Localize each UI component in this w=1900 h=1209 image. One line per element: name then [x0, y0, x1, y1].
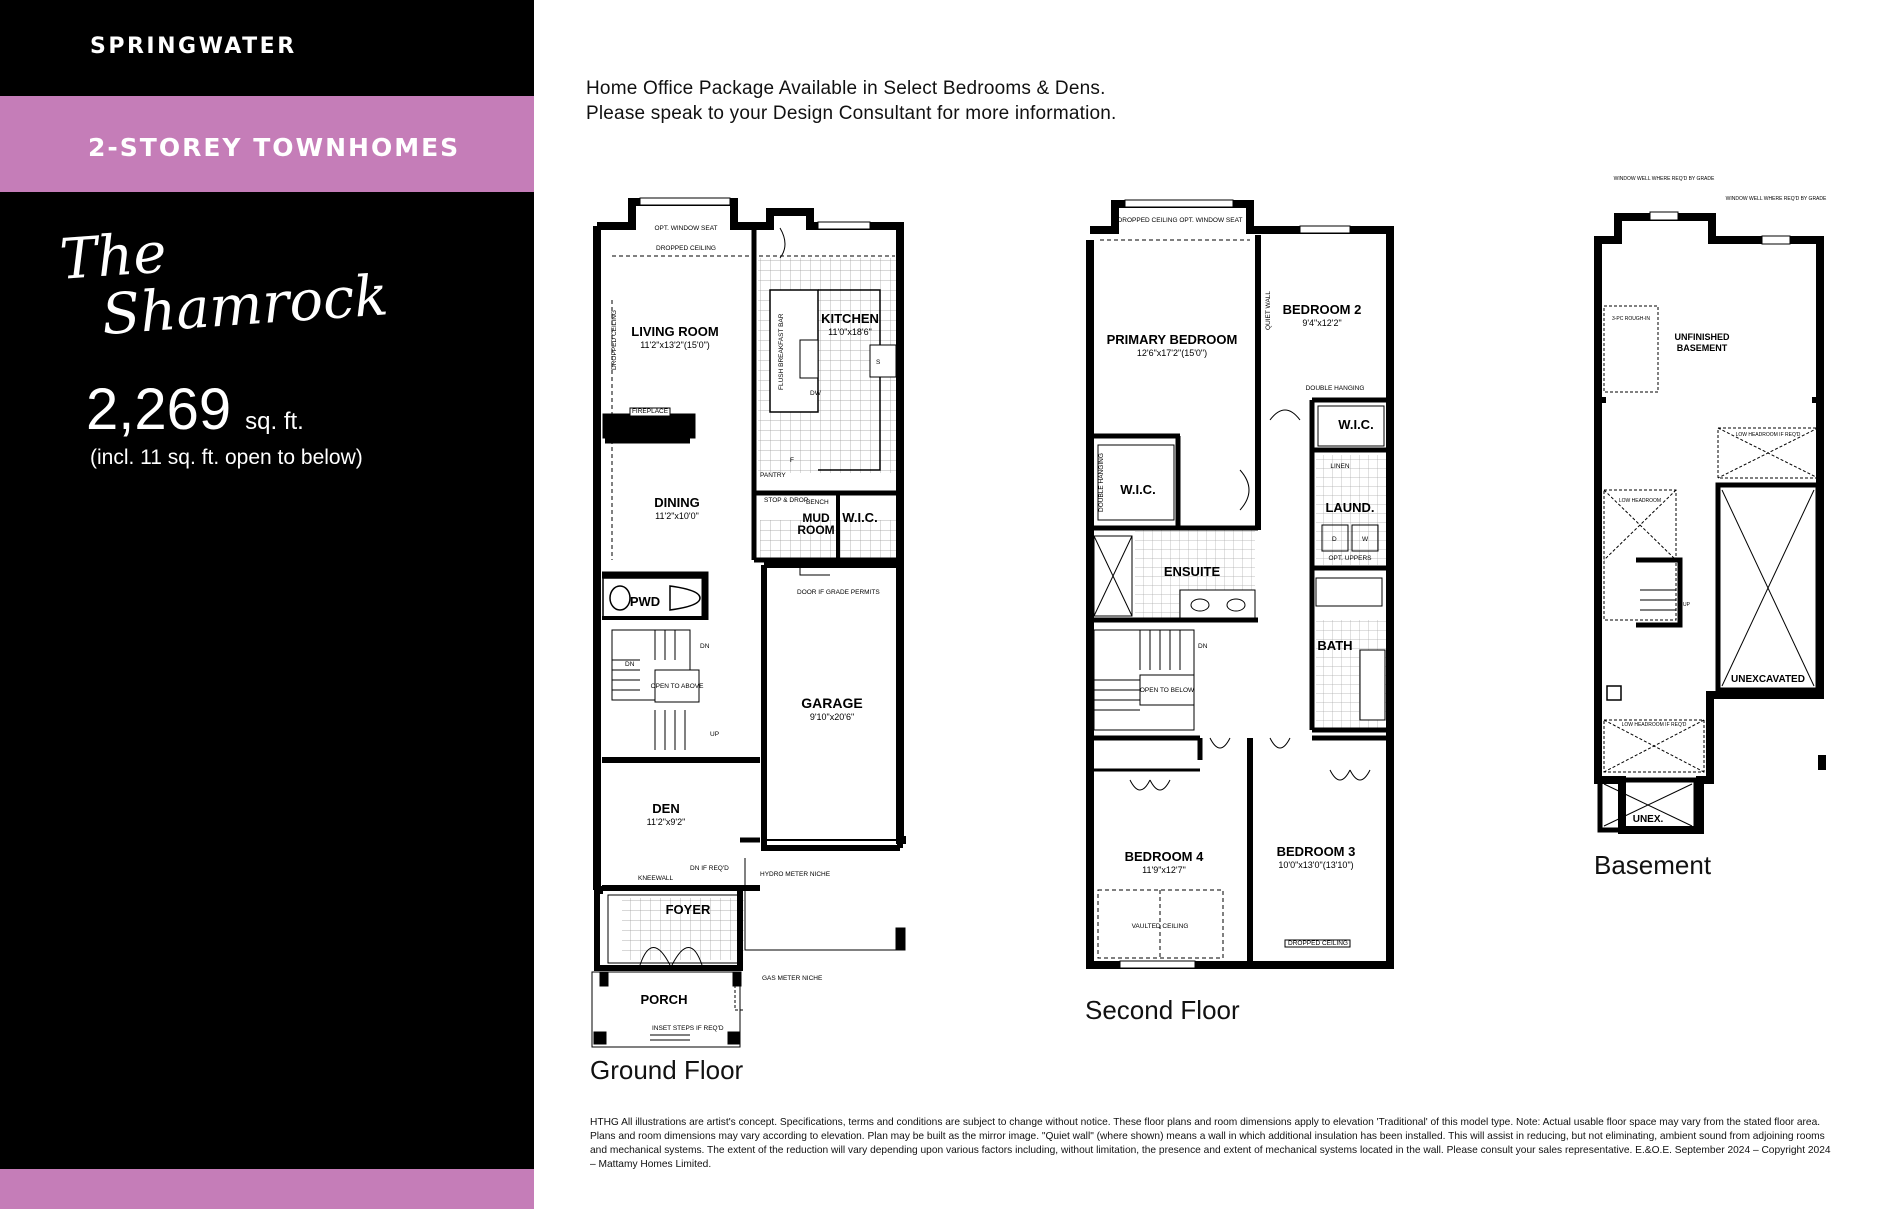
second-floor-label: Second Floor	[1085, 995, 1240, 1025]
note-quiet-wall: QUIET WALL	[1265, 291, 1272, 330]
second-wic-2-label: W.I.C.	[1338, 417, 1373, 432]
note-s: S	[876, 359, 881, 366]
note-gas-meter: GAS METER NICHE	[762, 975, 823, 982]
primary-bedroom-dim: 12'6"x17'2"(15'0")	[1137, 348, 1207, 358]
note-dropped-ceiling-vert: DROPPED CEILING	[611, 310, 618, 370]
basement-notes: WINDOW WELL WHERE REQ'D BY GRADE WINDOW …	[1612, 176, 1827, 728]
ground-floor-label: Ground Floor	[590, 1055, 744, 1085]
bedroom4-dim: 11'9"x12'7"	[1142, 865, 1186, 875]
note-low-headroom-3: LOW HEADROOM IF REQ'D	[1622, 722, 1687, 728]
basement-plan	[1594, 211, 1826, 834]
note-dn-if-reqd: DN IF REQ'D	[690, 865, 729, 872]
den-dim: 11'2"x9'2"	[647, 817, 686, 827]
note-dropped-ceiling-b3: DROPPED CEILING	[1288, 940, 1348, 947]
note-dropped-ceiling: DROPPED CEILING	[656, 245, 716, 252]
basement-label: Basement	[1594, 850, 1712, 880]
note-dn-1: DN	[700, 643, 710, 650]
note-window-well-2: WINDOW WELL WHERE REQ'D BY GRADE	[1726, 196, 1827, 202]
kitchen-dim: 11'0"x18'6"	[828, 327, 872, 337]
square-footage: 2,269 sq. ft.	[86, 376, 304, 443]
dining-label: DINING	[654, 495, 700, 510]
note-f: F	[790, 457, 794, 464]
note-up-basement: UP	[1683, 602, 1691, 608]
unex-label: UNEX.	[1633, 814, 1664, 825]
unfinished-label: UNFINISHED	[1674, 332, 1730, 342]
sqft-value: 2,269	[86, 377, 232, 442]
second-floor-notes: DROPPED CEILING OPT. WINDOW SEAT DOUBLE …	[1098, 217, 1372, 947]
ensuite-label: ENSUITE	[1164, 564, 1221, 579]
kitchen-label: KITCHEN	[821, 311, 879, 326]
mud-room-label: MUD	[802, 511, 830, 525]
garage-label: GARAGE	[801, 695, 862, 711]
home-office-notice: Home Office Package Available in Select …	[586, 76, 1117, 126]
note-opt-uppers: OPT. UPPERS	[1329, 555, 1373, 562]
ground-floor-labels: LIVING ROOM 11'2"x13'2"(15'0") KITCHEN 1…	[630, 311, 879, 1007]
note-flush-breakfast-bar: FLUSH BREAKFAST BAR	[778, 313, 785, 390]
pwd-label: PWD	[630, 594, 660, 609]
notice-line2: Please speak to your Design Consultant f…	[586, 103, 1117, 124]
note-inset-steps: INSET STEPS IF REQ'D	[652, 1025, 724, 1032]
laundry-label: LAUND.	[1325, 500, 1374, 515]
note-pantry: PANTRY	[760, 472, 786, 479]
brand-name: SPRINGWATER	[90, 34, 297, 59]
unfinished-label-2: BASEMENT	[1677, 343, 1728, 353]
bedroom3-label: BEDROOM 3	[1277, 844, 1356, 859]
note-d: D	[1332, 536, 1337, 543]
ground-wic-label: W.I.C.	[842, 510, 877, 525]
note-bench: BENCH	[806, 499, 829, 506]
sqft-unit: sq. ft.	[245, 408, 304, 435]
porch-label: PORCH	[641, 992, 688, 1007]
second-floor-labels: PRIMARY BEDROOM 12'6"x17'2"(15'0") BEDRO…	[1107, 302, 1375, 875]
note-linen: LINEN	[1330, 463, 1349, 470]
note-vaulted-ceiling: VAULTED CEILING	[1132, 923, 1189, 930]
foyer-label: FOYER	[666, 902, 711, 917]
notice-line1: Home Office Package Available in Select …	[586, 78, 1106, 99]
note-open-to-below: OPEN TO BELOW	[1140, 687, 1195, 694]
bottom-band	[0, 1169, 534, 1209]
note-fireplace: FIREPLACE	[632, 408, 669, 415]
bedroom2-dim: 9'4"x12'2"	[1302, 318, 1341, 328]
category-label: 2-STOREY TOWNHOMES	[88, 133, 461, 162]
note-rough-in: 3-PC ROUGH-IN	[1612, 316, 1650, 322]
sidebar	[0, 0, 534, 1209]
primary-bedroom-label: PRIMARY BEDROOM	[1107, 332, 1238, 347]
note-open-to-above: OPEN TO ABOVE	[651, 683, 705, 690]
den-label: DEN	[652, 801, 679, 816]
basement-labels: UNFINISHED BASEMENT UNEXCAVATED UNEX.	[1633, 332, 1805, 825]
bedroom3-dim: 10'0"x13'0"(13'10")	[1278, 860, 1353, 870]
legal-disclaimer: HTHG All illustrations are artist's conc…	[590, 1117, 1831, 1170]
note-opt-window-seat: OPT. WINDOW SEAT	[654, 225, 717, 232]
second-floor-plan	[1086, 199, 1394, 969]
note-door-if-grade: DOOR IF GRADE PERMITS	[797, 589, 880, 596]
note-hydro-meter: HYDRO METER NICHE	[760, 871, 831, 878]
note-window-well-1: WINDOW WELL WHERE REQ'D BY GRADE	[1614, 176, 1715, 182]
category-band	[0, 96, 534, 192]
note-stop-drop: STOP & DROP	[764, 497, 808, 504]
note-low-headroom: LOW HEADROOM IF REQ'D	[1736, 432, 1801, 438]
note-double-hanging-vert: DOUBLE HANGING	[1098, 453, 1105, 512]
bedroom2-label: BEDROOM 2	[1283, 302, 1362, 317]
note-kneewall: KNEEWALL	[638, 875, 674, 882]
dining-dim: 11'2"x10'0"	[655, 511, 699, 521]
note-w: W	[1362, 536, 1369, 543]
unexcavated-label: UNEXCAVATED	[1731, 674, 1805, 685]
bath-label: BATH	[1317, 638, 1352, 653]
ground-floor-plan	[591, 197, 906, 1048]
note-dw: DW	[810, 390, 822, 397]
note-dn-2: DN	[625, 661, 635, 668]
note-double-hanging: DOUBLE HANGING	[1306, 385, 1365, 392]
bedroom4-label: BEDROOM 4	[1125, 849, 1205, 864]
second-wic-1-label: W.I.C.	[1120, 482, 1155, 497]
sqft-note: (incl. 11 sq. ft. open to below)	[90, 446, 363, 469]
garage-dim: 9'10"x20'6"	[810, 712, 854, 722]
note-dropped-ceiling-window: DROPPED CEILING OPT. WINDOW SEAT	[1118, 217, 1243, 224]
ground-floor-notes: OPT. WINDOW SEAT DROPPED CEILING FIREPLA…	[611, 225, 881, 1032]
living-room-label: LIVING ROOM	[631, 324, 718, 339]
note-up: UP	[710, 731, 719, 738]
mud-room-label-2: ROOM	[797, 523, 834, 537]
note-low-headroom-2: LOW HEADROOM	[1619, 498, 1661, 504]
living-room-dim: 11'2"x13'2"(15'0")	[640, 340, 710, 350]
note-dn: DN	[1198, 643, 1208, 650]
